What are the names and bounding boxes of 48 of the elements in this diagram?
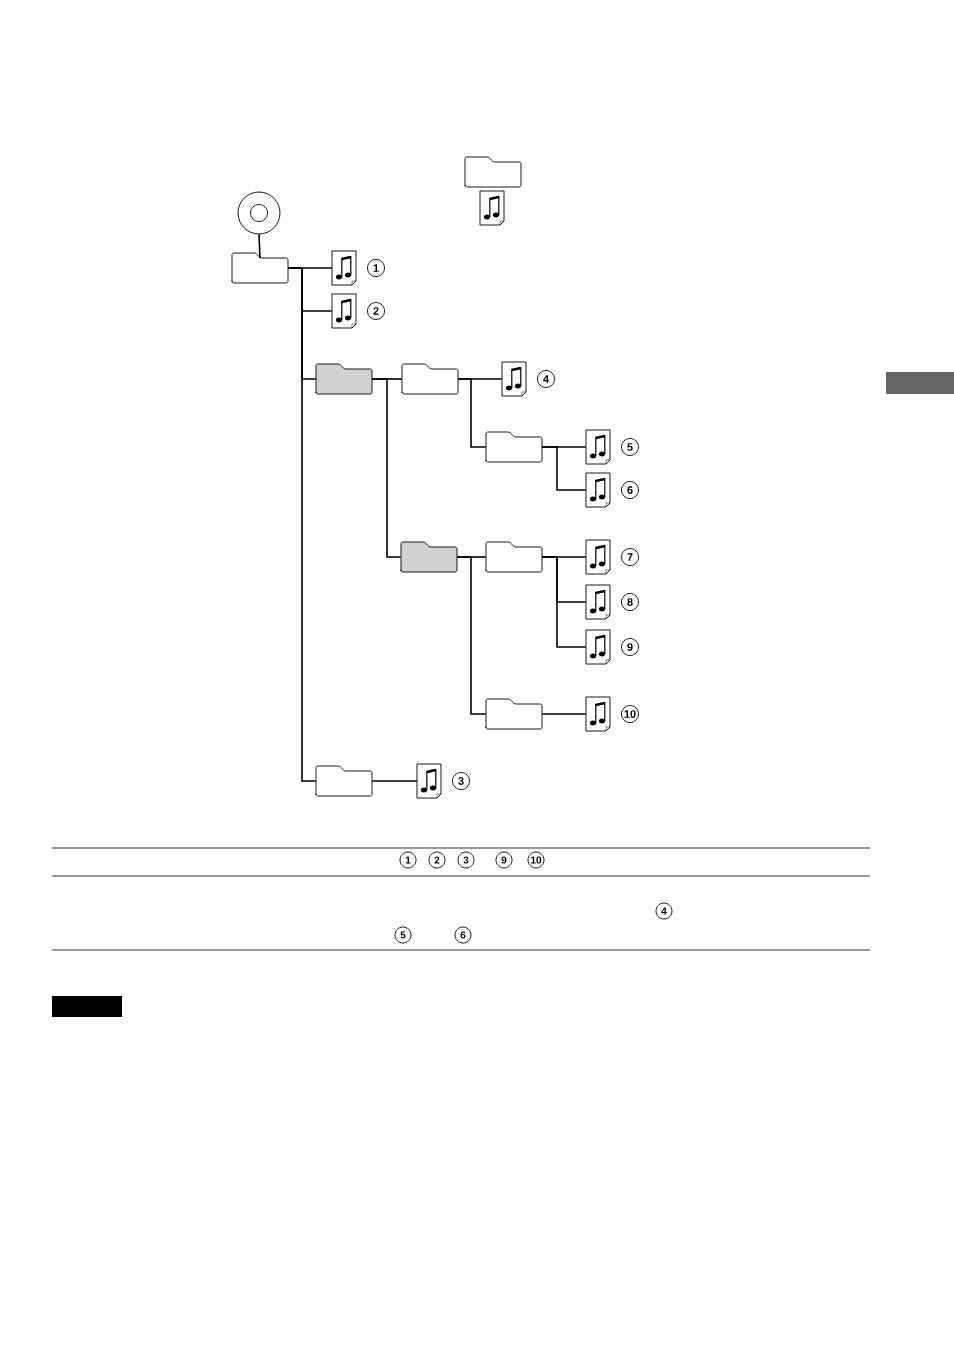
- circled-number: 7: [621, 548, 639, 566]
- circled-number: 3: [457, 851, 475, 869]
- circled-number: 10: [621, 705, 639, 723]
- connector-line: [371, 378, 402, 558]
- folder-icon: [315, 765, 373, 797]
- circled-number: 9: [621, 638, 639, 656]
- circled-number: 1: [367, 259, 385, 277]
- connector-line: [541, 556, 587, 648]
- connector-line: [541, 713, 587, 715]
- circled-number: 4: [537, 370, 555, 388]
- connector-line: [541, 446, 587, 491]
- folder-icon: [485, 431, 543, 463]
- folder-icon: [231, 252, 289, 284]
- disc-icon: [237, 191, 281, 235]
- circled-number: 9: [495, 851, 513, 869]
- circled-number: 10: [527, 851, 545, 869]
- circled-number: 5: [394, 926, 412, 944]
- music-file-icon: [585, 539, 611, 575]
- music-file-icon: [585, 629, 611, 665]
- connector-line: [456, 556, 487, 715]
- circled-number: 5: [621, 438, 639, 456]
- circled-number: 6: [621, 481, 639, 499]
- connector-line: [287, 267, 317, 782]
- folder-icon: [485, 698, 543, 730]
- circled-number: 6: [454, 926, 472, 944]
- circled-number: 3: [452, 772, 470, 790]
- music-file-icon: [416, 763, 442, 799]
- circled-number: 2: [367, 302, 385, 320]
- music-file-icon: [479, 190, 505, 226]
- music-file-icon: [585, 429, 611, 465]
- folder-icon: [485, 541, 543, 573]
- music-file-icon: [585, 472, 611, 508]
- music-file-icon: [331, 250, 357, 286]
- connector-line: [258, 233, 261, 259]
- circled-number: 1: [399, 851, 417, 869]
- folder-icon: [315, 363, 373, 395]
- connector-line: [371, 780, 418, 782]
- music-file-icon: [331, 293, 357, 329]
- music-file-icon: [585, 696, 611, 732]
- circled-number: 2: [428, 851, 446, 869]
- music-file-icon: [585, 584, 611, 620]
- circled-number: 4: [655, 902, 673, 920]
- folder-icon: [401, 363, 459, 395]
- circled-number: 8: [621, 593, 639, 611]
- folder-icon: [400, 541, 458, 573]
- music-file-icon: [501, 361, 527, 397]
- folder-icon: [464, 156, 522, 188]
- connector-line: [457, 378, 487, 448]
